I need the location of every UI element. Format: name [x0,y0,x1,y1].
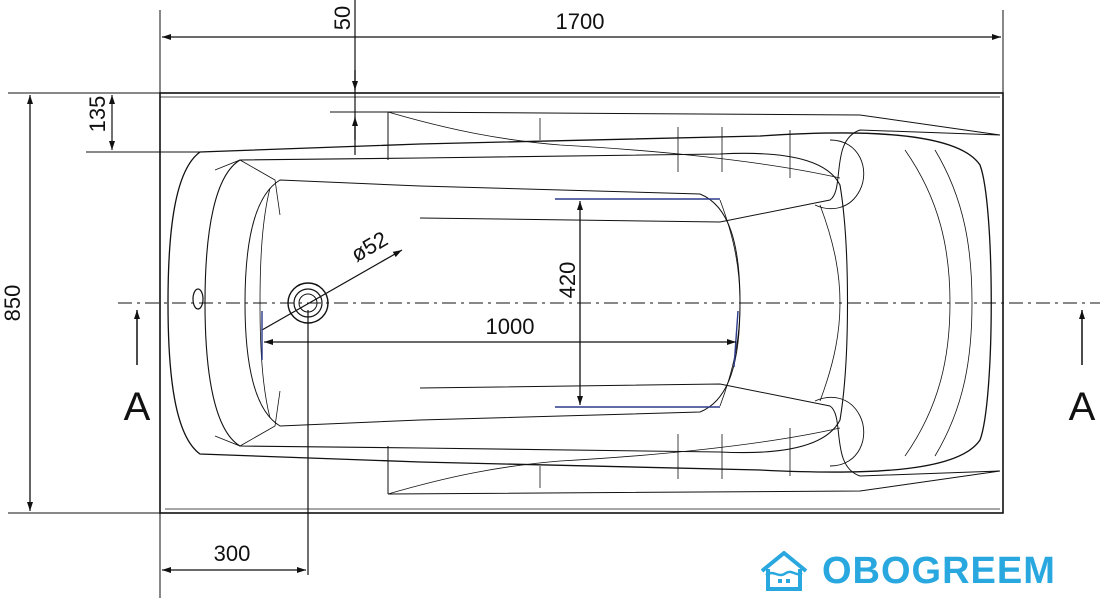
house-leaf-icon [760,551,808,591]
section-marker-right: A [1069,310,1096,429]
section-label-left: A [124,385,151,429]
dim-420-label: 420 [555,262,580,299]
dim-1700-label: 1700 [556,9,605,34]
brand-logo: OBOGREEM [756,548,1056,594]
dim-1000-label: 1000 [486,314,535,339]
dim-drain-label: ø52 [347,226,392,267]
dim-135-label: 135 [85,96,110,133]
armrest-bottom [387,383,1001,495]
bath-bottom-inner [244,179,741,427]
section-label-right: A [1069,385,1096,429]
bath-inner-edge [167,132,992,473]
logo-text: OBOGREEM [822,549,1056,592]
overflow-icon [192,288,204,310]
dim-50-label: 50 [330,6,355,30]
armrest-top [387,111,1001,223]
dim-850-label: 850 [0,285,25,322]
dim-300-label: 300 [214,541,251,566]
section-marker-left: A [124,310,151,429]
